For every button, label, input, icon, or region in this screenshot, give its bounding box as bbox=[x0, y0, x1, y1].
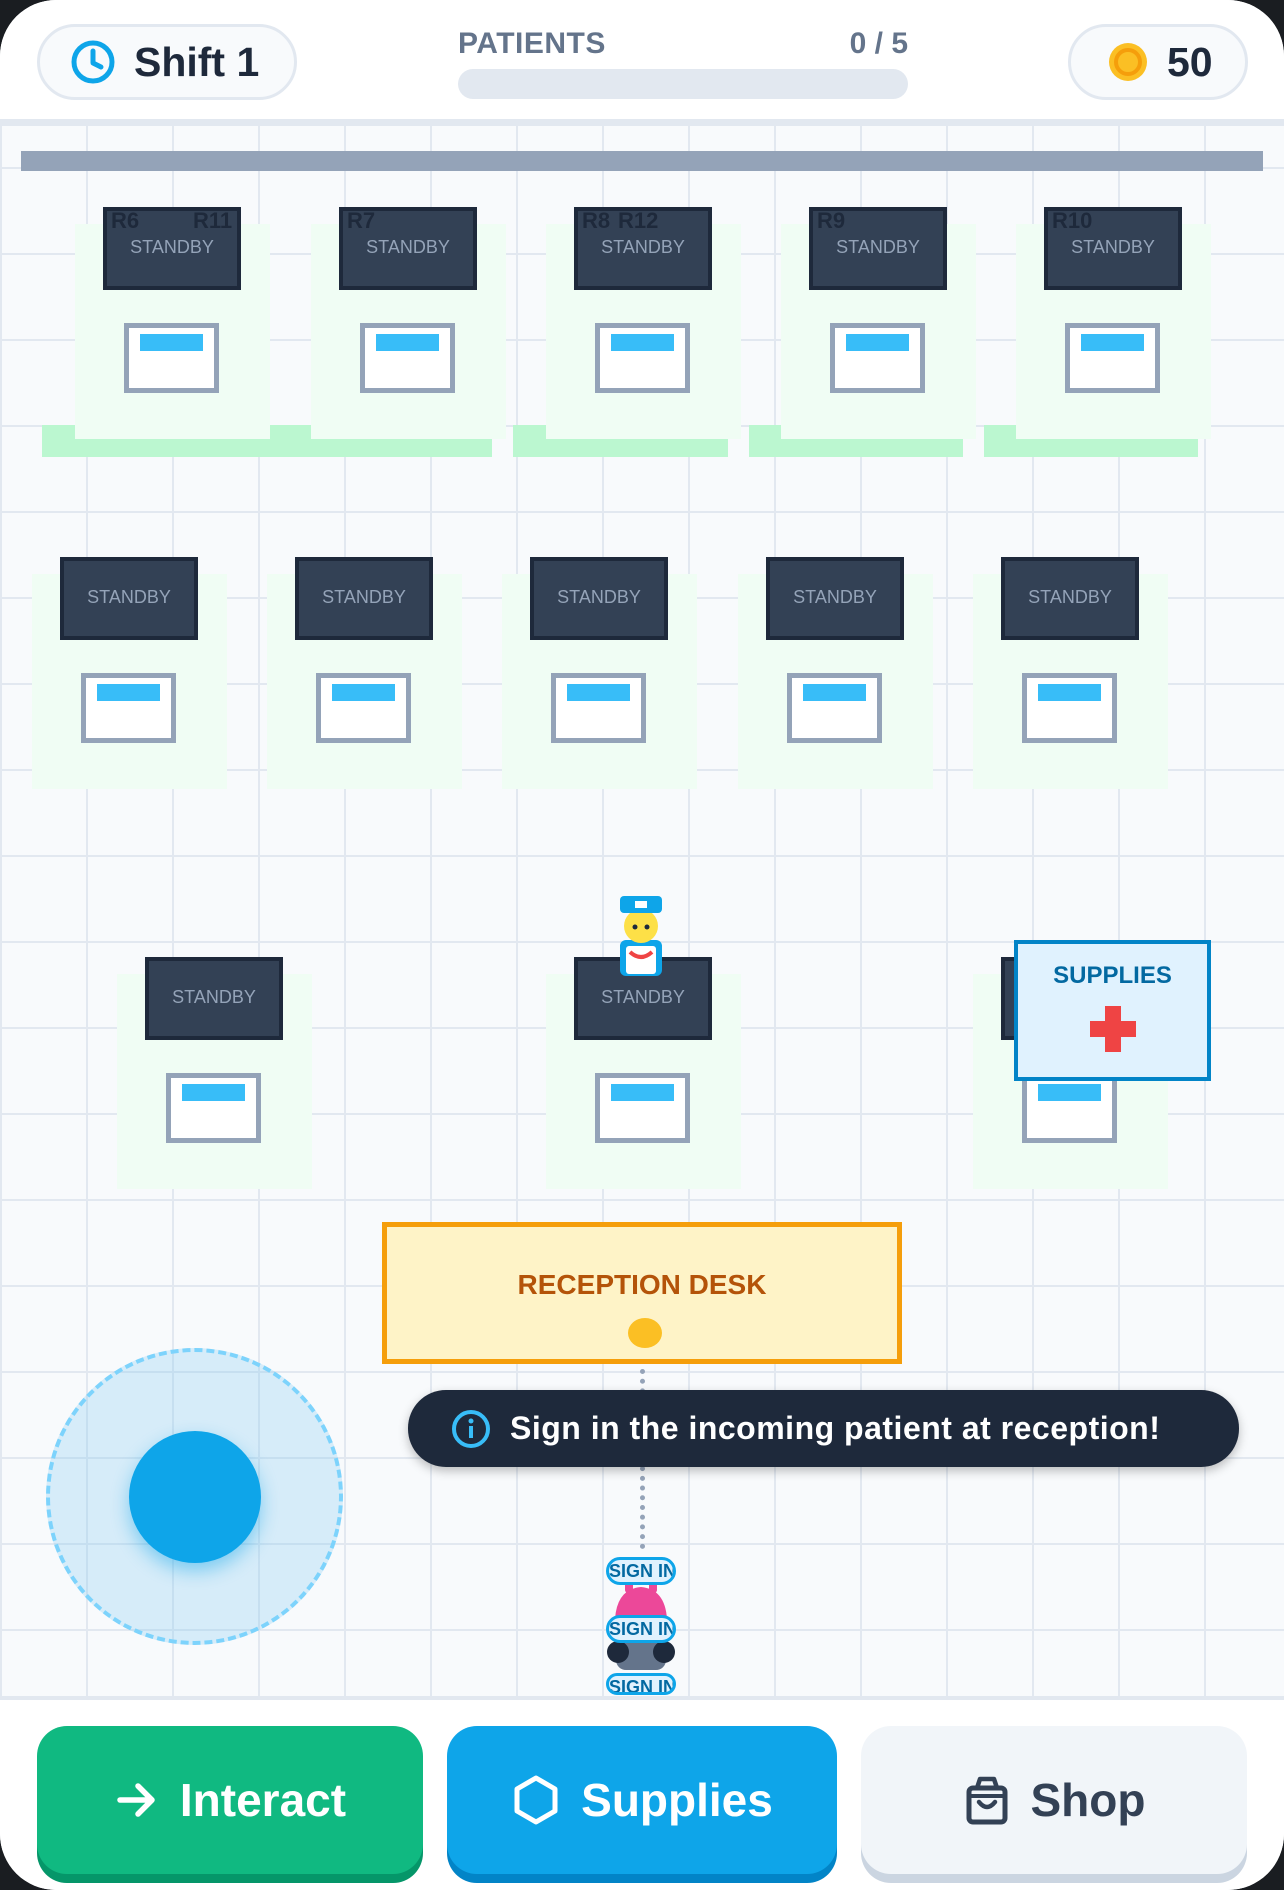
room-status: STANDBY bbox=[1071, 237, 1155, 257]
sign-in-badge[interactable]: SIGN IN bbox=[606, 1615, 676, 1643]
room-monitor: STANDBY bbox=[295, 557, 433, 640]
room-number: R9 bbox=[817, 208, 846, 233]
hospital-bed[interactable] bbox=[830, 323, 925, 393]
room-status: STANDBY bbox=[793, 587, 877, 607]
room-status: STANDBY bbox=[1028, 587, 1112, 607]
coin-count: 50 bbox=[1167, 38, 1213, 85]
room-status: STANDBY bbox=[172, 987, 256, 1007]
supplies-button[interactable]: Supplies bbox=[447, 1726, 837, 1874]
room-monitor: STANDBY R9 bbox=[809, 207, 947, 290]
bed-pillow bbox=[182, 1084, 245, 1101]
shop-button-label: Shop bbox=[1030, 1774, 1146, 1826]
hospital-bed[interactable] bbox=[360, 323, 455, 393]
room-status: STANDBY bbox=[557, 587, 641, 607]
room-status: STANDBY bbox=[836, 237, 920, 257]
bed-pillow bbox=[97, 684, 160, 701]
patient-pink bbox=[615, 1579, 667, 1619]
bed-pillow bbox=[376, 334, 439, 351]
hexagon-icon bbox=[514, 1775, 558, 1825]
room-monitor: STANDBY bbox=[1001, 557, 1139, 640]
bed-pillow bbox=[611, 1084, 674, 1101]
patients-count: 0 / 5 bbox=[849, 27, 908, 60]
room-number: R11 bbox=[193, 208, 233, 233]
hospital-bed[interactable] bbox=[551, 673, 646, 743]
reception-desk-label: RECEPTION DESK bbox=[517, 1269, 767, 1300]
info-icon bbox=[452, 1409, 490, 1448]
hospital-bed[interactable] bbox=[787, 673, 882, 743]
room-number: R10 bbox=[1052, 208, 1093, 233]
room-status: STANDBY bbox=[601, 237, 685, 257]
shift-label: Shift 1 bbox=[134, 38, 260, 85]
room-monitor: STANDBY R10 bbox=[1044, 207, 1182, 290]
room-number: R6 bbox=[111, 208, 140, 233]
interact-button[interactable]: Interact bbox=[37, 1726, 423, 1874]
hospital-bed[interactable] bbox=[595, 323, 690, 393]
reception-desk[interactable]: RECEPTION DESK bbox=[382, 1222, 902, 1364]
sign-in-badge[interactable]: SIGN IN bbox=[606, 1673, 676, 1695]
supplies-station-label: SUPPLIES bbox=[1053, 962, 1172, 989]
bed-pillow bbox=[803, 684, 866, 701]
room-number: R7 bbox=[347, 208, 376, 233]
hint-text: Sign in the incoming patient at receptio… bbox=[510, 1410, 1161, 1446]
room-number: R12 bbox=[618, 208, 659, 233]
hospital-bed[interactable] bbox=[166, 1073, 261, 1143]
patients-label: PATIENTS bbox=[458, 27, 606, 60]
room-status: STANDBY bbox=[130, 237, 214, 257]
shopping-bag-icon bbox=[966, 1776, 1007, 1825]
hospital-bed[interactable] bbox=[81, 673, 176, 743]
patients-progress-bar bbox=[458, 69, 908, 99]
room-monitor: STANDBY R8 R12 bbox=[574, 207, 712, 290]
nurse-player bbox=[620, 896, 662, 976]
bed-pillow bbox=[846, 334, 909, 351]
bed-pillow bbox=[1081, 334, 1144, 351]
arrow-right-icon bbox=[117, 1783, 155, 1817]
room-status: STANDBY bbox=[601, 987, 685, 1007]
room-monitor: STANDBY R7 bbox=[339, 207, 477, 290]
shop-button[interactable]: Shop bbox=[861, 1726, 1247, 1874]
bed-pillow bbox=[1038, 1084, 1101, 1101]
hospital-bed[interactable] bbox=[124, 323, 219, 393]
hospital-bed[interactable] bbox=[1065, 323, 1160, 393]
room-status: STANDBY bbox=[366, 237, 450, 257]
hint-tooltip: Sign in the incoming patient at receptio… bbox=[408, 1390, 1239, 1467]
hospital-bed[interactable] bbox=[1022, 1073, 1117, 1143]
bottom-controls: Interact Supplies Shop bbox=[0, 1696, 1284, 1890]
supplies-button-label: Supplies bbox=[581, 1774, 773, 1826]
bed-pillow bbox=[140, 334, 203, 351]
top-hud: Shift 1 PATIENTS 0 / 5 50 bbox=[0, 0, 1284, 126]
hospital-bed[interactable] bbox=[316, 673, 411, 743]
shift-indicator: Shift 1 bbox=[37, 24, 297, 100]
hospital-bed[interactable] bbox=[1022, 673, 1117, 743]
top-wall bbox=[21, 151, 1263, 171]
joystick-knob[interactable] bbox=[129, 1431, 261, 1563]
bell-icon bbox=[628, 1318, 662, 1348]
room-monitor: STANDBY bbox=[530, 557, 668, 640]
room-status: STANDBY bbox=[87, 587, 171, 607]
coin-counter: 50 bbox=[1068, 24, 1248, 100]
room-monitor: STANDBY bbox=[766, 557, 904, 640]
supplies-station[interactable]: SUPPLIES bbox=[1014, 940, 1211, 1081]
clock-icon bbox=[71, 40, 115, 84]
room-number: R8 bbox=[582, 208, 611, 233]
room-monitor: STANDBY bbox=[145, 957, 283, 1040]
patient-grey bbox=[607, 1641, 675, 1670]
bed-pillow bbox=[1038, 684, 1101, 701]
interact-button-label: Interact bbox=[179, 1774, 347, 1826]
coin-icon bbox=[1109, 43, 1147, 81]
bed-pillow bbox=[611, 334, 674, 351]
bed-pillow bbox=[567, 684, 630, 701]
sign-in-badge[interactable]: SIGN IN bbox=[606, 1557, 676, 1585]
room-status: STANDBY bbox=[322, 587, 406, 607]
room-monitor: STANDBY bbox=[60, 557, 198, 640]
room-monitor: STANDBY R6 R11 bbox=[103, 207, 241, 290]
bed-pillow bbox=[332, 684, 395, 701]
hospital-bed[interactable] bbox=[595, 1073, 690, 1143]
